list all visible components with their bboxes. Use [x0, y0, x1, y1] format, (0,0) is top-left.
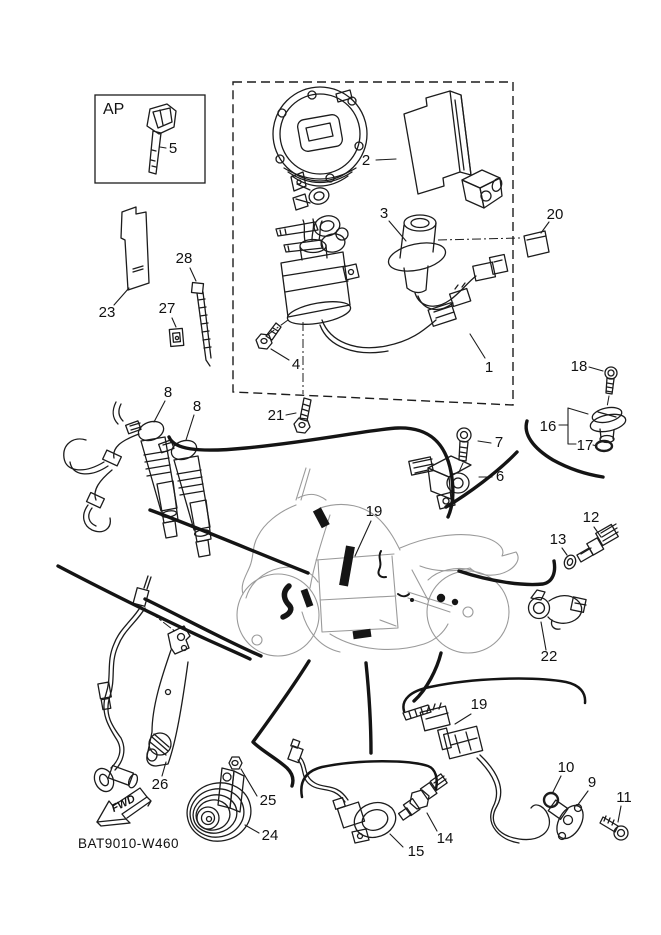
- callout-8b: 8: [193, 398, 201, 415]
- helmet-lock-part: [290, 171, 330, 211]
- lock-set-kit-box: 2: [232, 81, 564, 406]
- callout-21: 21: [268, 407, 285, 424]
- mount-location-marks: [280, 507, 459, 640]
- callout-18: 18: [571, 358, 588, 375]
- callout-22: 22: [541, 648, 558, 665]
- callout-1: 1: [485, 359, 493, 376]
- leader-lines: [56, 419, 605, 799]
- callout-6: 6: [496, 468, 504, 485]
- callout-8a: 8: [164, 384, 172, 401]
- fwd-arrow: FWD: [96, 787, 152, 827]
- bolt-21-part: [293, 397, 312, 434]
- callout-14: 14: [437, 830, 454, 847]
- callout-5: 5: [169, 140, 177, 157]
- callout-4: 4: [292, 356, 300, 373]
- callout-17: 17: [577, 437, 594, 454]
- callout-20: 20: [547, 206, 564, 223]
- seat-lock-part: [387, 214, 509, 311]
- callout-9: 9: [588, 774, 596, 791]
- fuel-cap-part: [272, 86, 368, 187]
- callout-23: 23: [99, 304, 116, 321]
- key-inset-box: AP 5: [94, 94, 206, 184]
- inset-label: AP: [103, 101, 124, 118]
- temp-sensor-group: [576, 523, 619, 563]
- sidestand-switch-part: [287, 738, 397, 844]
- label-plate-part: [523, 230, 550, 258]
- horn-part: [186, 767, 252, 842]
- callout-13: 13: [550, 531, 567, 548]
- main-switch-part: [280, 218, 472, 354]
- part-code: BAT9010-W460: [78, 836, 179, 851]
- callout-19a: 19: [366, 503, 383, 520]
- washer-13-part: [563, 554, 577, 570]
- oring-10-part: [542, 791, 560, 809]
- callout-15: 15: [408, 843, 425, 860]
- lean-sensor-group: [408, 427, 472, 510]
- bolt-11-part: [599, 815, 629, 841]
- ignition-coils-part: [63, 401, 212, 558]
- key-part: [146, 103, 177, 175]
- fwd-label: FWD: [110, 793, 138, 815]
- cable-tie-part: [190, 281, 212, 367]
- callout-26: 26: [152, 776, 169, 793]
- ecu-unit-part: [403, 90, 472, 195]
- callout-25: 25: [260, 792, 277, 809]
- speed-sensor-group: [589, 366, 627, 444]
- callout-27: 27: [159, 300, 176, 317]
- nut-25-part: [228, 756, 243, 770]
- clip-part: [168, 327, 185, 348]
- bolt-4-part: [255, 322, 282, 350]
- callout-24: 24: [262, 827, 279, 844]
- callout-19b: 19: [471, 696, 488, 713]
- callout-7: 7: [495, 434, 503, 451]
- damper-plate-part: [120, 206, 150, 291]
- crank-sensor-group: [402, 702, 584, 844]
- callout-28: 28: [176, 250, 193, 267]
- clamp-22-part: [527, 589, 587, 630]
- callout-12: 12: [583, 509, 600, 526]
- immobilizer-antenna-part: [461, 169, 503, 209]
- callout-3: 3: [380, 205, 388, 222]
- oil-switch-part: [397, 773, 448, 821]
- callout-10: 10: [558, 759, 575, 776]
- callout-16: 16: [540, 418, 557, 435]
- callout-11: 11: [616, 789, 632, 806]
- callout-2: 2: [362, 152, 370, 169]
